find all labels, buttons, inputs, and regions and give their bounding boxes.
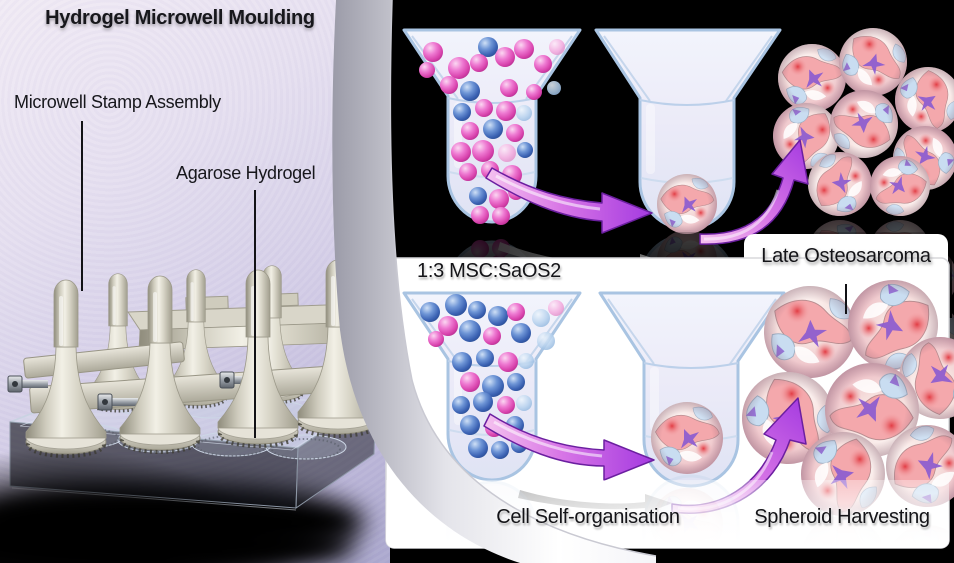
self-organised-spheroid <box>650 401 724 475</box>
spheroid-harvesting-label: Spheroid Harvesting <box>754 506 930 528</box>
spheroid-cluster-early <box>760 13 954 229</box>
ratio-label: 1:3 MSC:SaOS2 <box>417 260 561 282</box>
early-spheroid <box>656 173 718 235</box>
late-osteosarcoma-label: Late Osteosarcoma <box>761 245 931 267</box>
harvest-arrow-top-icon <box>699 139 809 245</box>
cell-self-organisation-label: Cell Self-organisation <box>496 506 680 528</box>
